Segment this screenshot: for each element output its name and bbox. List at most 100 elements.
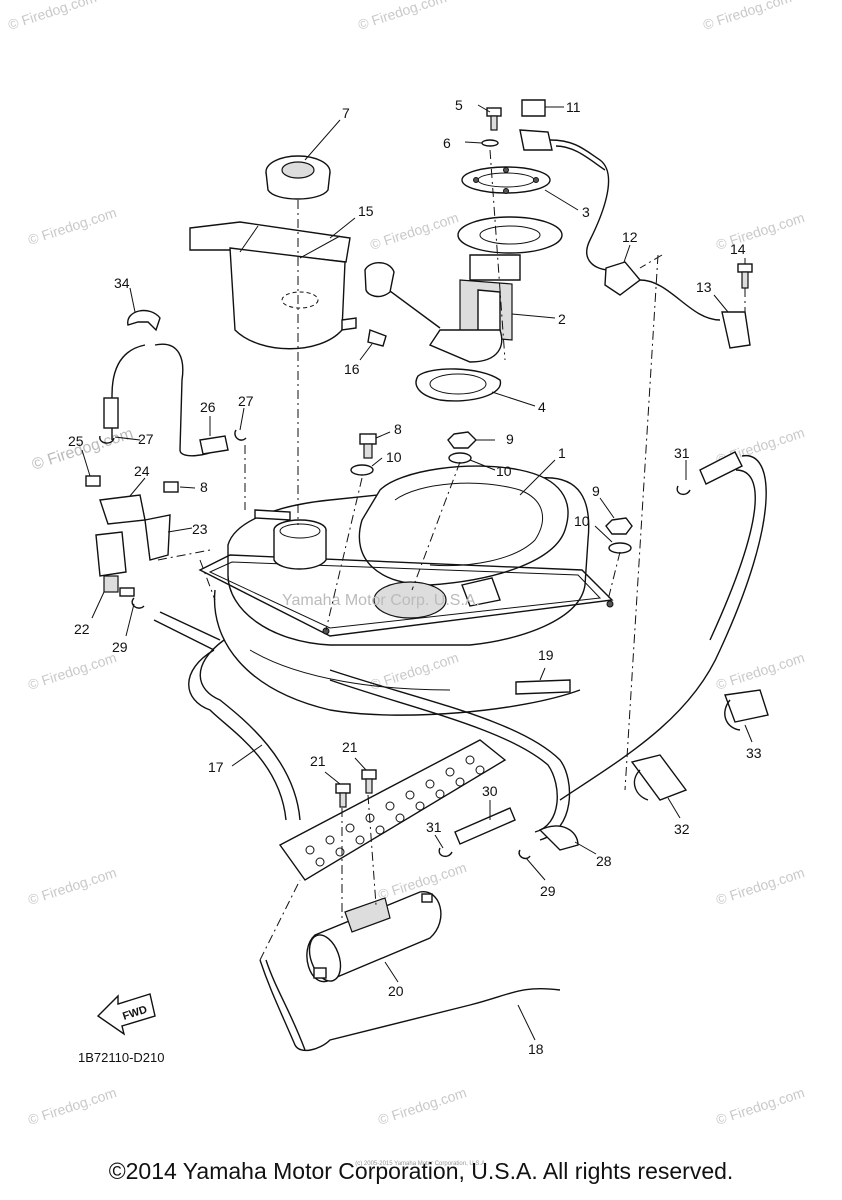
assembly-lines bbox=[157, 149, 746, 961]
callout-16: 16 bbox=[344, 361, 360, 377]
storage-box bbox=[189, 221, 357, 350]
clamp-33 bbox=[724, 689, 769, 731]
callout-1: 1 bbox=[558, 445, 566, 461]
hose-18-edge bbox=[265, 959, 306, 1051]
callout-18: 18 bbox=[528, 1041, 544, 1057]
hose-30 bbox=[454, 807, 516, 845]
callout-6: 6 bbox=[443, 135, 451, 151]
bolt-14 bbox=[737, 263, 753, 289]
bolt-25 bbox=[85, 475, 101, 487]
watermark: © Firedog.com bbox=[714, 864, 806, 908]
callout-10: 10 bbox=[574, 513, 590, 529]
fuel-tank: Yamaha Motor Corp. U.S.A. bbox=[198, 465, 614, 716]
watermark: © Firedog.com bbox=[714, 209, 806, 253]
callout-31: 31 bbox=[426, 819, 442, 835]
callout-3: 3 bbox=[582, 204, 590, 220]
hose-end bbox=[103, 397, 119, 429]
callout-5: 5 bbox=[455, 97, 463, 113]
callout-19: 19 bbox=[538, 647, 554, 663]
callout-31: 31 bbox=[674, 445, 690, 461]
callout-9: 9 bbox=[592, 483, 600, 499]
callout-27: 27 bbox=[238, 393, 254, 409]
watermark: © Firedog.com bbox=[714, 649, 806, 693]
bolt-8 bbox=[359, 433, 377, 459]
fine-print: (c) 2005-2015 Yamaha Motor Corporation, … bbox=[355, 1161, 487, 1167]
callout-8: 8 bbox=[394, 421, 402, 437]
callout-22: 22 bbox=[74, 621, 90, 637]
callout-21: 21 bbox=[342, 739, 358, 755]
watermark: © Firedog.com bbox=[368, 209, 460, 253]
nut-9 bbox=[605, 517, 633, 535]
holder-23 bbox=[144, 514, 171, 561]
callout-23: 23 bbox=[192, 521, 208, 537]
callout-14: 14 bbox=[730, 241, 746, 257]
pad-19 bbox=[515, 679, 571, 695]
callout-34: 34 bbox=[114, 275, 130, 291]
hose-end bbox=[538, 825, 579, 851]
callout-13: 13 bbox=[696, 279, 712, 295]
callout-30: 30 bbox=[482, 783, 498, 799]
washer-10 bbox=[350, 464, 374, 476]
canister-bracket-plate bbox=[278, 739, 507, 881]
fuel-cap bbox=[265, 155, 331, 200]
callout-labels: 1 2 3 4 5 6 7 8 8 9 9 10 10 10 11 12 13 … bbox=[68, 97, 762, 1057]
callout-21: 21 bbox=[310, 753, 326, 769]
bracket-24 bbox=[99, 494, 146, 525]
copyright-footer: ©2014 Yamaha Motor Corporation, U.S.A. A… bbox=[108, 1158, 734, 1184]
washer-10 bbox=[448, 452, 472, 464]
callout-7: 7 bbox=[342, 105, 350, 121]
callout-12: 12 bbox=[622, 229, 638, 245]
fuel-filter-22 bbox=[95, 531, 135, 597]
callout-29: 29 bbox=[112, 639, 128, 655]
hose-28 bbox=[329, 669, 571, 841]
watermark: © Firedog.com bbox=[376, 1084, 468, 1128]
callout-33: 33 bbox=[746, 745, 762, 761]
callout-28: 28 bbox=[596, 853, 612, 869]
watermark: © Firedog.com bbox=[701, 0, 793, 33]
callout-10: 10 bbox=[496, 463, 512, 479]
callout-2: 2 bbox=[558, 311, 566, 327]
fuel-pump-assembly bbox=[364, 166, 563, 363]
nut-9 bbox=[447, 431, 477, 449]
forward-arrow: FWD bbox=[96, 993, 156, 1036]
watermark: © Firedog.com bbox=[714, 1084, 806, 1128]
hose-26 bbox=[199, 435, 229, 455]
watermark: © Firedog.com bbox=[6, 0, 98, 33]
clip-31 bbox=[438, 847, 453, 858]
watermark: © Firedog.com bbox=[356, 0, 448, 33]
clip-27 bbox=[234, 429, 247, 441]
pump-retaining-ring bbox=[415, 368, 502, 402]
clip-27 bbox=[99, 435, 115, 444]
callout-26: 26 bbox=[200, 399, 216, 415]
canister-20 bbox=[306, 891, 442, 983]
washer-6 bbox=[481, 139, 499, 147]
diagram-code: 1B72110-D210 bbox=[78, 1050, 165, 1065]
bolt-8 bbox=[163, 481, 179, 493]
callout-24: 24 bbox=[134, 463, 150, 479]
watermark: © Firedog.com bbox=[26, 204, 118, 248]
watermark: © Firedog.com bbox=[26, 1084, 118, 1128]
callout-27: 27 bbox=[138, 431, 154, 447]
bolt-21 bbox=[335, 783, 351, 808]
hose-18 bbox=[259, 959, 561, 1052]
leader-lines bbox=[81, 104, 753, 1041]
washer-10 bbox=[608, 542, 632, 554]
callout-11: 11 bbox=[566, 99, 581, 115]
callout-29: 29 bbox=[540, 883, 556, 899]
callout-9: 9 bbox=[506, 431, 514, 447]
callout-4: 4 bbox=[538, 399, 546, 415]
bolt-5 bbox=[486, 107, 502, 131]
bolt-21 bbox=[361, 769, 377, 794]
watermark: © Firedog.com bbox=[26, 649, 118, 693]
callout-25: 25 bbox=[68, 433, 84, 449]
watermark: © Firedog.com bbox=[26, 864, 118, 908]
clip-29 bbox=[518, 849, 531, 860]
clip-29 bbox=[131, 597, 145, 609]
clamp-12 bbox=[604, 261, 642, 296]
connector-11 bbox=[519, 99, 611, 271]
hose-17 bbox=[153, 611, 301, 821]
clamp-13 bbox=[639, 279, 751, 349]
callout-17: 17 bbox=[208, 759, 224, 775]
callout-8: 8 bbox=[200, 479, 208, 495]
